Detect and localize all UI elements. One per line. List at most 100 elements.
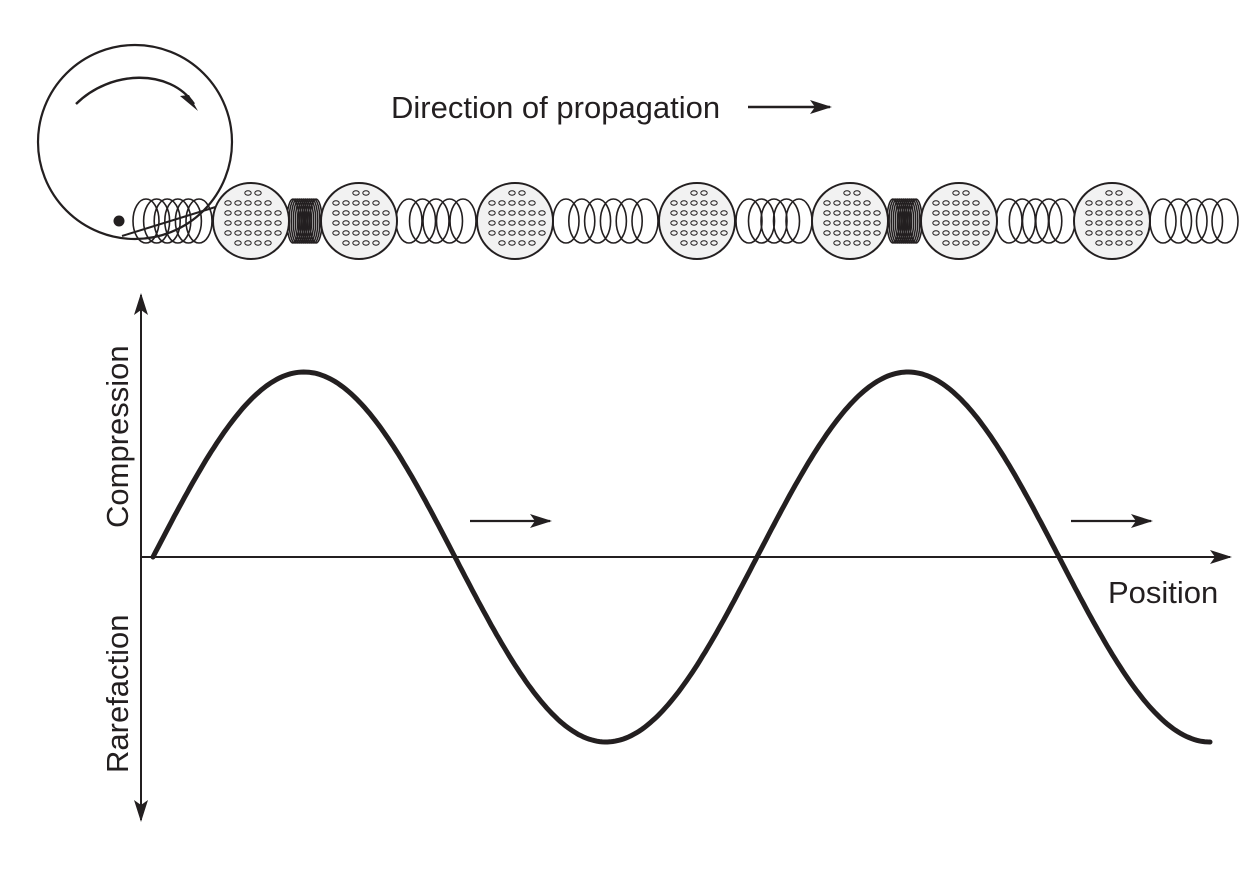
- ball-dimple: [972, 230, 980, 236]
- ball-dimple: [823, 230, 831, 236]
- ball-dimple: [962, 230, 970, 236]
- ball-dimple: [853, 200, 861, 206]
- ball-dimple: [853, 220, 861, 226]
- ball-dimple: [853, 240, 861, 246]
- ball-dimple: [234, 220, 242, 226]
- rotation-arrow-head: [180, 95, 198, 111]
- ball-dimple: [1115, 190, 1123, 196]
- ball-dimple: [873, 230, 881, 236]
- ball-dimple: [372, 210, 380, 216]
- ball-dimple: [224, 200, 232, 206]
- ball-dimple: [932, 220, 940, 226]
- ball-dimple: [700, 220, 708, 226]
- ball-dimple: [234, 240, 242, 246]
- ball-dimple: [362, 190, 370, 196]
- ball-dimple: [1105, 240, 1113, 246]
- spring-coil-loop: [631, 198, 659, 244]
- ball-dimple: [1095, 230, 1103, 236]
- spring-coil-loop: [900, 198, 915, 244]
- ball-dimple: [823, 200, 831, 206]
- ball-dimple: [1115, 240, 1123, 246]
- y-axis-label-rarefaction: Rarefaction: [100, 614, 135, 773]
- ball-dimple: [942, 240, 950, 246]
- ball-dimple: [1115, 200, 1123, 206]
- ball-dimple: [843, 210, 851, 216]
- ball-dimple: [372, 240, 380, 246]
- ball-dimple: [700, 210, 708, 216]
- mass-ball: [320, 182, 398, 260]
- ball-dimple: [352, 190, 360, 196]
- ball-dimple: [518, 210, 526, 216]
- ball-dimple: [224, 210, 232, 216]
- ball-dimple: [710, 220, 718, 226]
- spring-coil-loop: [552, 198, 580, 244]
- ball-dimple: [952, 230, 960, 236]
- pressure-wave-curve: [150, 369, 1213, 745]
- ball-dimple: [972, 200, 980, 206]
- ball-dimple: [942, 210, 950, 216]
- ball-dimple: [244, 200, 252, 206]
- ball-dimple: [362, 220, 370, 226]
- ball-dimple: [352, 220, 360, 226]
- spring-coil-loop: [907, 198, 921, 244]
- spring-coil-loop: [567, 198, 596, 244]
- ball-dimple: [1105, 220, 1113, 226]
- ball-dimple: [332, 220, 340, 226]
- ball-dimple: [352, 210, 360, 216]
- ball-dimple: [863, 210, 871, 216]
- ball-dimple: [382, 220, 390, 226]
- mass-ball: [811, 182, 889, 260]
- ball-dimple: [508, 200, 516, 206]
- spring-coil-loop: [1149, 198, 1177, 244]
- ball-dimple: [690, 200, 698, 206]
- ball-dimple: [352, 230, 360, 236]
- ball-dimple: [962, 220, 970, 226]
- spring-coil-loop: [298, 198, 313, 244]
- ball-dimple: [710, 210, 718, 216]
- ball-dimple: [942, 200, 950, 206]
- ball-dimple: [680, 220, 688, 226]
- mass-ball: [1073, 182, 1151, 260]
- spring-coil-loop: [615, 198, 644, 244]
- ball-dimple: [972, 240, 980, 246]
- spring-coil-loop: [142, 198, 171, 244]
- ball-dimple: [873, 220, 881, 226]
- ball-dimple: [952, 200, 960, 206]
- ball-dimple: [843, 220, 851, 226]
- ball-dimple: [332, 200, 340, 206]
- ball-dimple: [720, 210, 728, 216]
- ball-dimple: [962, 200, 970, 206]
- mass-balls: [212, 182, 1151, 260]
- ball-dimple: [1135, 220, 1143, 226]
- ball-dimple: [488, 230, 496, 236]
- ball-dimple: [1105, 200, 1113, 206]
- spring-coil-loop: [583, 198, 612, 244]
- ball-dimple: [244, 190, 252, 196]
- ball-dimple: [942, 230, 950, 236]
- mass-ball: [920, 182, 998, 260]
- ball-dimple: [1115, 210, 1123, 216]
- ball-dimple: [833, 220, 841, 226]
- ball-dimple: [264, 240, 272, 246]
- ball-dimple: [670, 230, 678, 236]
- ball-dimple: [254, 210, 262, 216]
- ball-dimple: [362, 210, 370, 216]
- ball-dimple: [1125, 230, 1133, 236]
- ball-dimple: [853, 210, 861, 216]
- ball-dimple: [1125, 240, 1133, 246]
- ball-dimple: [488, 200, 496, 206]
- ball-dimple: [264, 220, 272, 226]
- spring-coil-loop: [898, 198, 913, 244]
- ball-dimple: [1085, 200, 1093, 206]
- ball-dimple: [498, 240, 506, 246]
- ball-dimple: [352, 200, 360, 206]
- ball-dimple: [352, 240, 360, 246]
- spring-coil-loop: [307, 198, 321, 244]
- ball-dimple: [498, 220, 506, 226]
- ball-dimple: [1095, 220, 1103, 226]
- spring-coil-loop: [1035, 198, 1063, 244]
- ball-dimple: [700, 240, 708, 246]
- ball-dimple: [254, 230, 262, 236]
- ball-dimple: [710, 200, 718, 206]
- ball-dimple: [244, 210, 252, 216]
